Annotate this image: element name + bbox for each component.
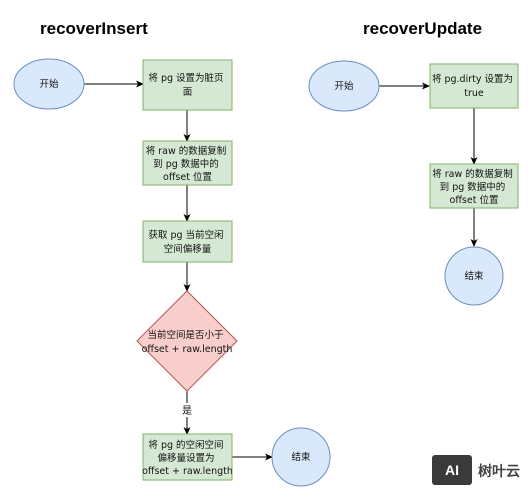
right-step1-line2: true [464,88,484,99]
left-decision-line1: 当前空间是否小于 [147,329,223,341]
right-end-label: 结束 [464,270,484,282]
left-start-label: 开始 [39,78,59,90]
left-step3-line2: 空间偏移量 [164,243,212,255]
left-step1-line1: 将 pg 设置为脏页 [148,72,223,84]
right-step1-text: 将 pg.dirty 设置为 true [432,73,516,99]
left-decision-line2: offset + raw.length [142,344,233,355]
right-end-node: 结束 [444,246,504,306]
left-end-node: 结束 [271,427,331,487]
left-step1-line2: 面 [183,87,193,98]
left-decision-diamond: 当前空间是否小于 offset + raw.length [136,290,238,392]
left-step2-line3: offset 位置 [163,171,212,183]
left-step2-box: 将 raw 的数据复制 到 pg 数据中的 offset 位置 [142,140,233,186]
title-recover-update: recoverUpdate [363,19,482,38]
right-edges [379,82,478,247]
title-recover-insert: recoverInsert [40,19,148,38]
left-step4-text: 将 pg 的空闲空间 偏移量设置为 offset + raw.length [142,439,233,477]
left-step2-text: 将 raw 的数据复制 到 pg 数据中的 offset 位置 [146,145,230,183]
right-start-label: 开始 [334,80,354,92]
left-step4-line2: 偏移量设置为 [157,452,214,464]
left-end-label: 结束 [291,451,311,463]
edge-label-yes: 是 [182,405,192,417]
left-step4-line3: offset + raw.length [142,466,233,477]
left-step3-text: 获取 pg 当前空闲 空间偏移量 [148,229,226,255]
left-step2-line1: 将 raw 的数据复制 [146,145,227,157]
right-start-node: 开始 [308,60,380,112]
left-step4-box: 将 pg 的空闲空间 偏移量设置为 offset + raw.length [142,433,233,481]
watermark-logo-text: AI [445,462,459,478]
right-step1-line1: 将 pg.dirty 设置为 [432,73,513,85]
right-step2-box: 将 raw 的数据复制 到 pg 数据中的 offset 位置 [429,163,519,209]
left-edges [84,80,273,461]
left-step4-line1: 将 pg 的空闲空间 [148,439,223,451]
watermark: AI 树叶云 [432,455,520,485]
watermark-text: 树叶云 [478,463,520,480]
yes-label-bg [178,403,196,417]
left-step2-line2: 到 pg 数据中的 [153,158,219,170]
left-step3-line1: 获取 pg 当前空闲 [148,229,223,241]
watermark-logo-box [432,455,472,485]
left-start-node: 开始 [13,58,85,110]
right-step1-box: 将 pg.dirty 设置为 true [429,63,519,109]
left-step3-box: 获取 pg 当前空闲 空间偏移量 [142,220,233,263]
right-step2-line2: 到 pg 数据中的 [440,181,506,193]
right-step2-text: 将 raw 的数据复制 到 pg 数据中的 offset 位置 [432,168,516,206]
left-decision-text: 当前空间是否小于 offset + raw.length [142,329,233,355]
right-step2-line1: 将 raw 的数据复制 [432,168,513,180]
left-step1-box: 将 pg 设置为脏页 面 [142,59,233,111]
right-step2-line3: offset 位置 [450,194,499,206]
left-step1-text: 将 pg 设置为脏页 面 [148,72,226,98]
